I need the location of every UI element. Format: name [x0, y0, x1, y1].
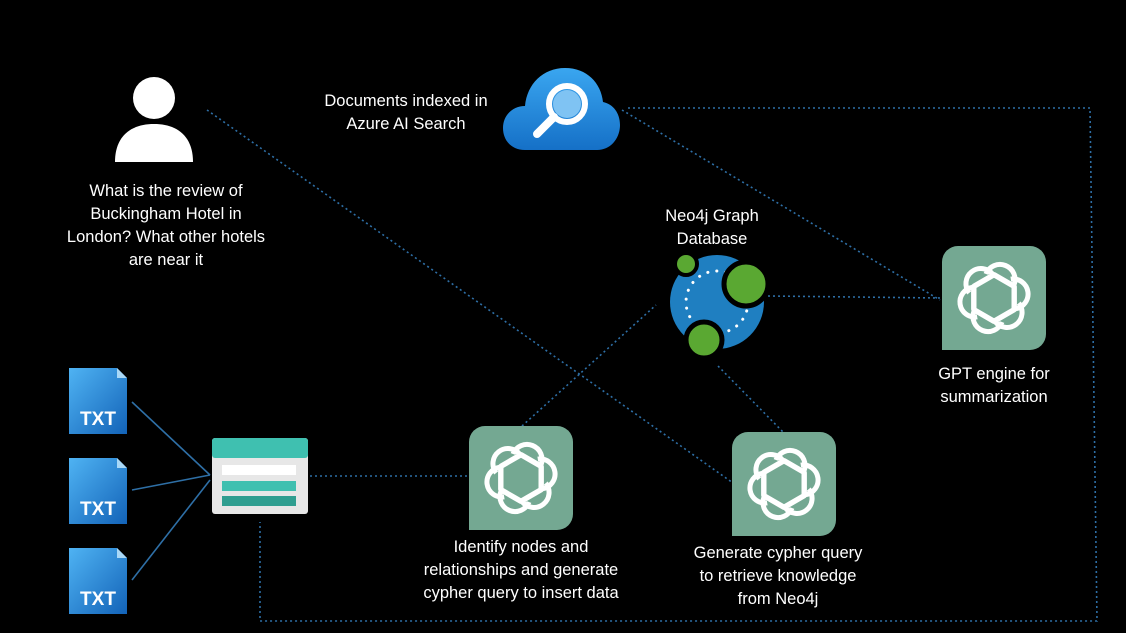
- connector-search-to-summarize: [621, 109, 941, 301]
- extract-gpt-tile: [469, 426, 573, 530]
- connector-extract-to-graph: [521, 304, 657, 427]
- user-question-line-2: Buckingham Hotel in: [90, 205, 242, 223]
- extract-node-label: Identify nodes and relationships and gen…: [391, 536, 651, 605]
- txt-file-label: TXT: [80, 409, 116, 430]
- connector-graph-to-retrieve: [717, 365, 784, 433]
- retrieve-gpt-tile: [732, 432, 836, 536]
- storage-table-icon: [212, 438, 308, 514]
- connector-file3-to-ingest: [131, 479, 211, 581]
- retrieve-node-line-2: to retrieve knowledge: [699, 567, 857, 585]
- txt-file-icon: TXT: [69, 548, 127, 614]
- openai-icon: [957, 261, 1031, 335]
- retrieve-node-label: Generate cypher query to retrieve knowle…: [658, 542, 898, 611]
- summarize-node-line-2: summarization: [940, 388, 1048, 406]
- openai-icon: [484, 441, 558, 515]
- graph-node-label: Neo4j Graph Database: [612, 205, 812, 251]
- graph-node-line-2: Database: [676, 230, 748, 248]
- user-question-line-4: are near it: [128, 251, 204, 269]
- search-node-label: Documents indexed in Azure AI Search: [296, 90, 516, 136]
- neo4j-graph-icon: [670, 252, 771, 360]
- summarize-gpt-tile: [942, 246, 1046, 350]
- retrieve-node-line-3: from Neo4j: [737, 590, 819, 608]
- extract-node-line-2: relationships and generate: [423, 561, 619, 579]
- user-question-line-3: London? What other hotels: [66, 228, 266, 246]
- txt-file-icon: TXT: [69, 368, 127, 434]
- openai-icon: [747, 447, 821, 521]
- summarize-node-label: GPT engine for summarization: [904, 363, 1084, 409]
- summarize-node-line-1: GPT engine for: [938, 365, 1050, 383]
- extract-node-line-3: cypher query to insert data: [423, 584, 619, 602]
- azure-search-cloud-icon: [503, 68, 620, 150]
- retrieve-node-line-1: Generate cypher query: [693, 544, 863, 562]
- search-node-line-2: Azure AI Search: [346, 115, 466, 133]
- extract-node-line-1: Identify nodes and: [453, 538, 589, 556]
- connector-search-loop: [259, 107, 1098, 622]
- connector-file1-to-ingest: [131, 401, 211, 476]
- user-question-text: What is the review of Buckingham Hotel i…: [26, 180, 306, 272]
- search-node-line-1: Documents indexed in: [324, 92, 488, 110]
- txt-file-label: TXT: [80, 499, 116, 520]
- txt-file-label: TXT: [80, 589, 116, 610]
- user-icon: [115, 77, 193, 162]
- connector-graph-to-summarize: [767, 295, 941, 299]
- txt-file-icon: TXT: [69, 458, 127, 524]
- connector-file2-to-ingest: [131, 474, 211, 491]
- graph-node-line-1: Neo4j Graph: [665, 207, 759, 225]
- user-question-line-1: What is the review of: [89, 182, 243, 200]
